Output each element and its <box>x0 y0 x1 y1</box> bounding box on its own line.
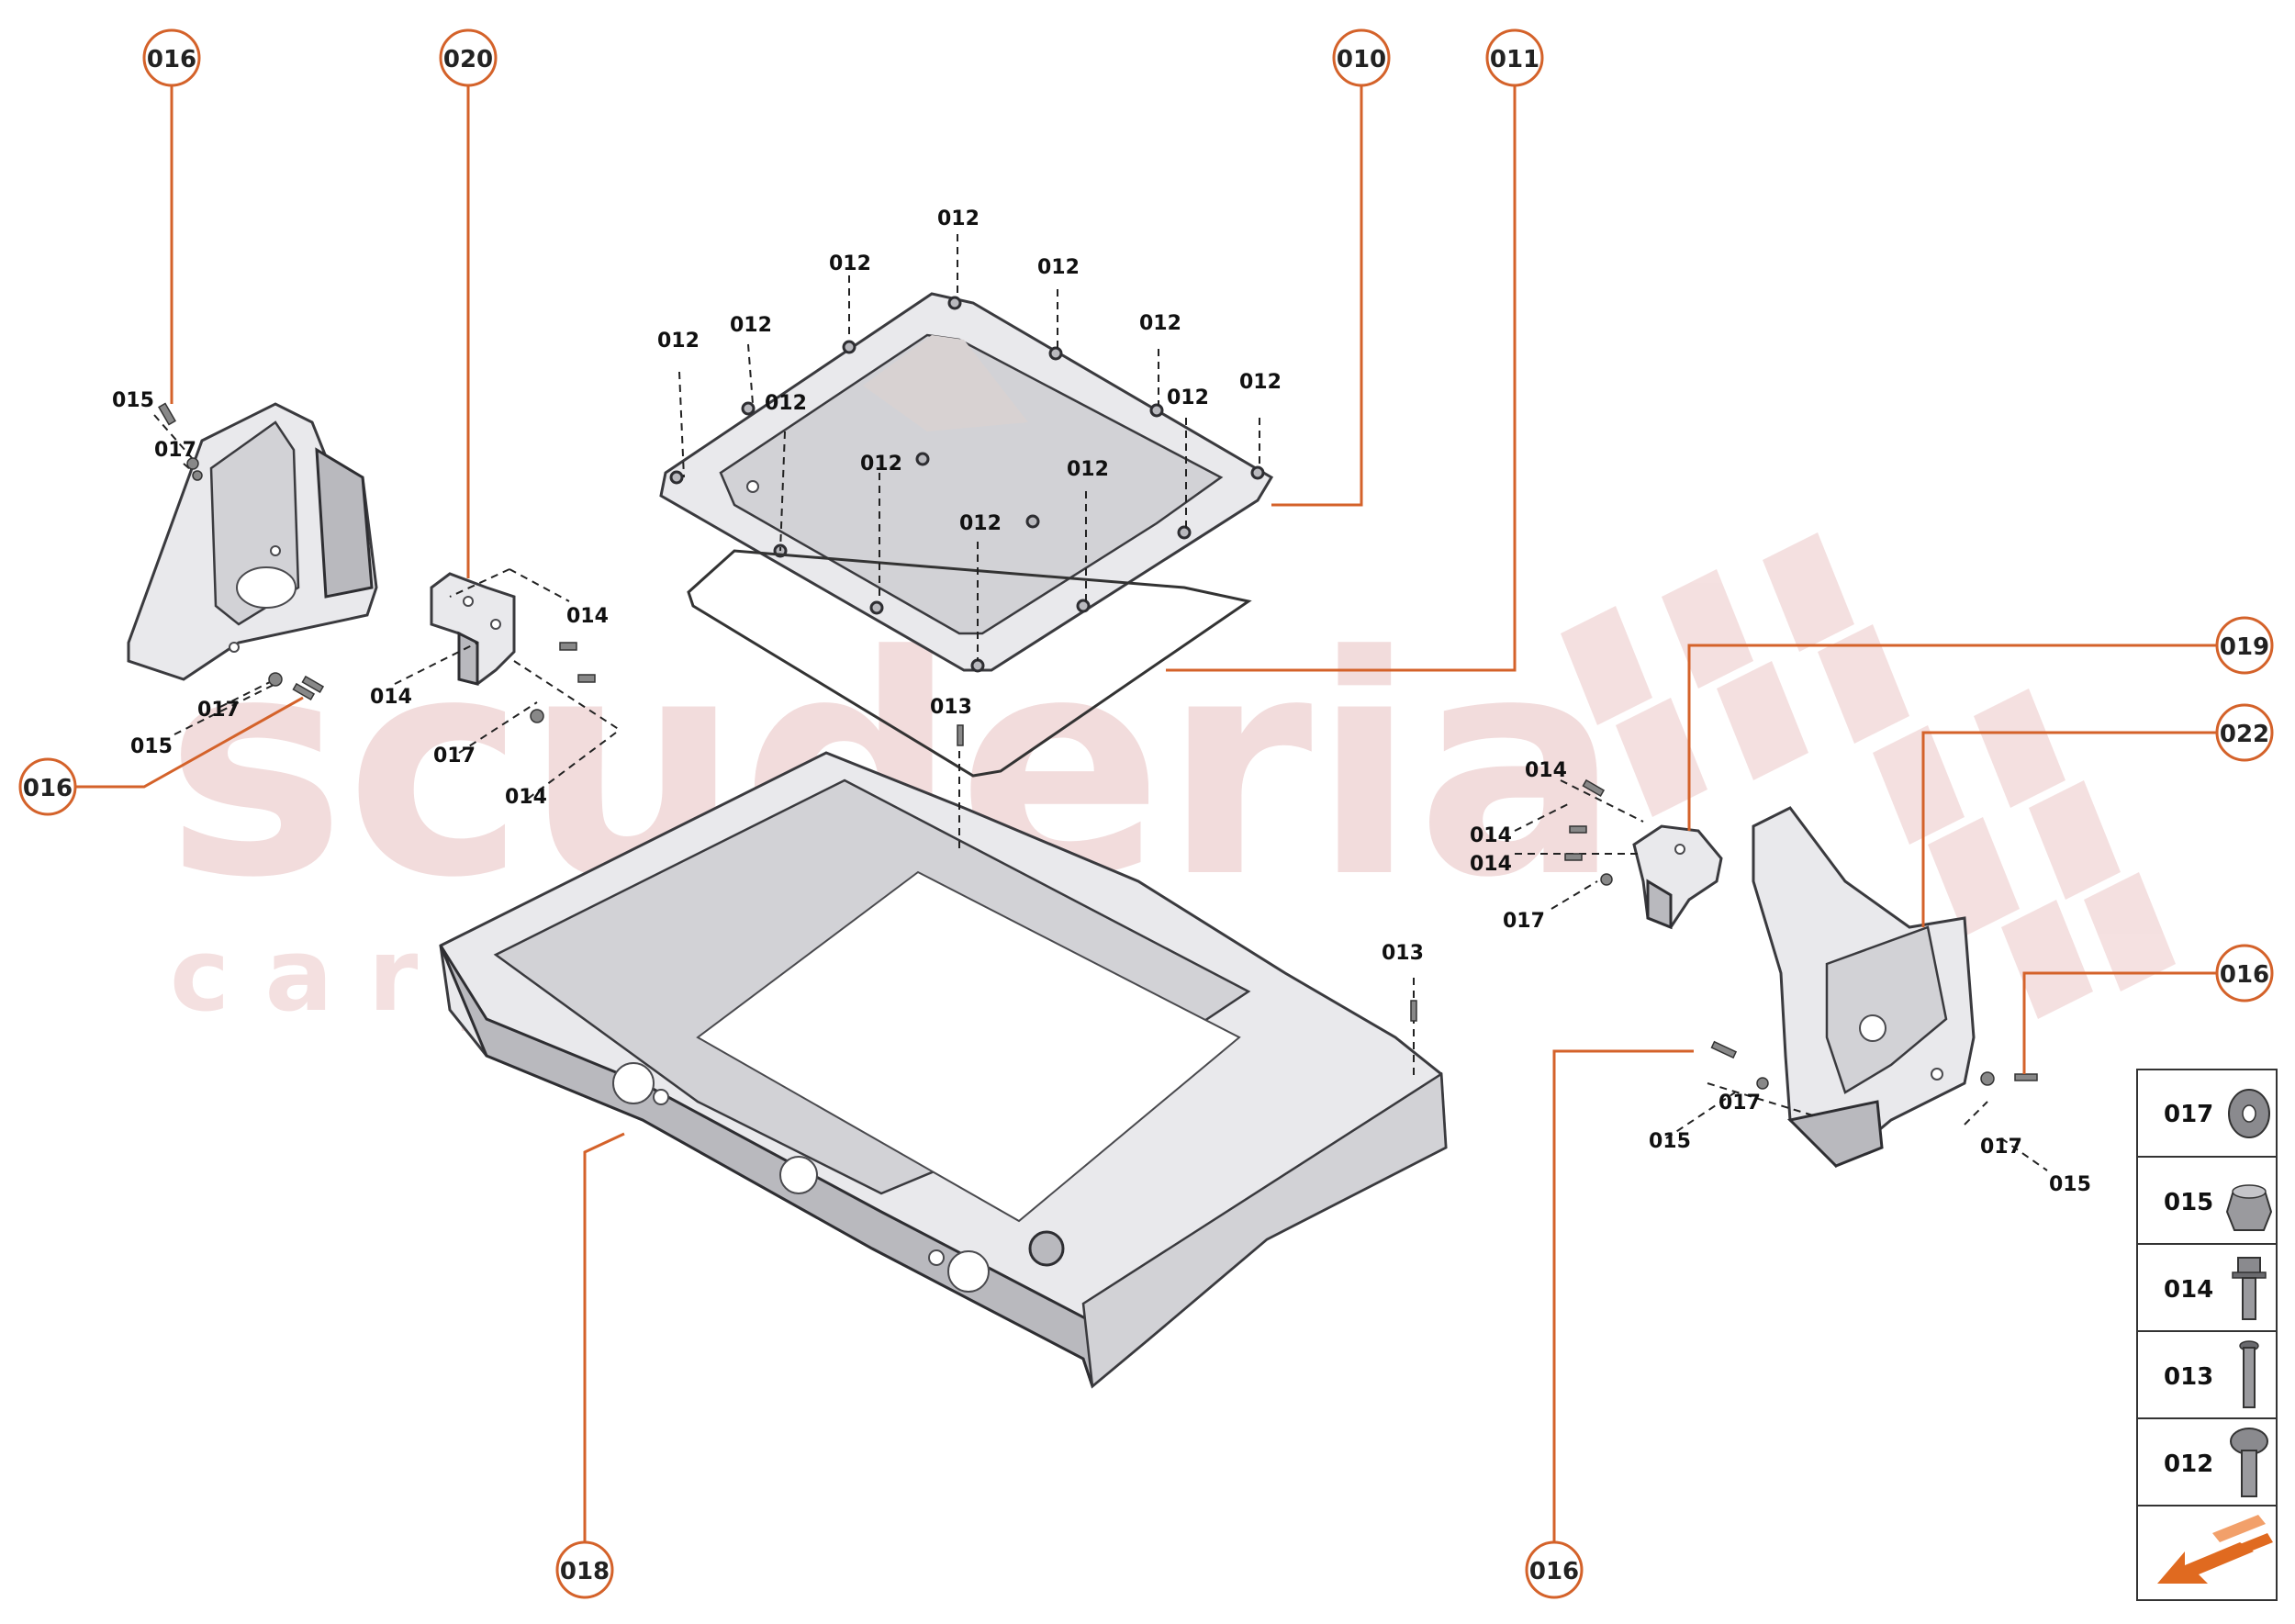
label-014: 014 <box>370 686 412 709</box>
svg-text:010: 010 <box>1337 46 1386 73</box>
label-012: 012 <box>730 314 772 337</box>
label-015: 015 <box>1649 1130 1691 1153</box>
svg-text:014: 014 <box>2164 1276 2213 1304</box>
callout-leaders <box>76 85 2216 1542</box>
label-012: 012 <box>1239 371 1282 394</box>
left-support-016 <box>127 402 378 681</box>
label-014: 014 <box>1470 824 1512 847</box>
callout-022: 022 <box>2215 703 2274 762</box>
label-014: 014 <box>1470 853 1512 876</box>
flange-bolt-icon <box>2232 1257 2267 1320</box>
label-015: 015 <box>130 735 173 758</box>
label-012: 012 <box>937 207 980 230</box>
svg-text:018: 018 <box>560 1558 610 1585</box>
label-017: 017 <box>197 699 240 722</box>
callout-010: 010 <box>1332 28 1391 87</box>
bracket-020 <box>430 572 516 686</box>
svg-text:022: 022 <box>2220 721 2269 748</box>
label-013: 013 <box>1382 942 1424 965</box>
dashed-lines <box>153 234 2048 1171</box>
callout-016-left-mid: 016 <box>18 757 77 816</box>
label-012: 012 <box>829 252 871 275</box>
watermark-flag <box>1561 532 2176 1019</box>
fastener-legend: 017 015 014 013 <box>2136 1069 2278 1601</box>
label-012: 012 <box>959 512 1002 535</box>
callout-016-bottom: 016 <box>1525 1540 1584 1599</box>
svg-text:017: 017 <box>2164 1101 2213 1128</box>
legend-row-015: 015 <box>2164 1184 2273 1231</box>
washer-icon <box>2228 1089 2270 1138</box>
fasteners <box>158 402 2038 1090</box>
label-015: 015 <box>2049 1173 2091 1196</box>
callout-016-right: 016 <box>2215 944 2274 1002</box>
legend-row-017: 017 <box>2164 1089 2270 1138</box>
right-support-022 <box>1752 806 1976 1169</box>
label-014: 014 <box>1525 759 1567 782</box>
label-017: 017 <box>1503 910 1545 933</box>
callout-018: 018 <box>555 1540 614 1599</box>
seal-011 <box>687 549 1252 778</box>
label-012: 012 <box>1167 386 1209 409</box>
direction-arrow-icon <box>2157 1515 2273 1584</box>
svg-text:013: 013 <box>2164 1363 2213 1391</box>
bracket-019 <box>1632 824 1723 930</box>
svg-text:011: 011 <box>1490 46 1539 73</box>
label-015: 015 <box>112 389 154 412</box>
svg-text:016: 016 <box>147 46 196 73</box>
label-017: 017 <box>1718 1092 1761 1114</box>
label-014: 014 <box>505 786 547 809</box>
label-012: 012 <box>657 330 700 353</box>
label-012: 012 <box>860 453 902 476</box>
callout-019: 019 <box>2215 616 2274 675</box>
svg-text:012: 012 <box>2164 1450 2213 1478</box>
svg-text:016: 016 <box>2220 961 2269 989</box>
legend-row-013: 013 <box>2164 1340 2259 1408</box>
svg-text:016: 016 <box>1529 1558 1579 1585</box>
label-014: 014 <box>566 605 609 628</box>
label-017: 017 <box>154 439 196 462</box>
label-017: 017 <box>1980 1136 2022 1159</box>
svg-text:016: 016 <box>23 775 73 802</box>
screw-icon <box>2239 1340 2259 1408</box>
callout-016-left-top: 016 <box>142 28 201 87</box>
label-012: 012 <box>765 392 807 415</box>
button-screw-icon <box>2230 1428 2268 1497</box>
fastener-labels: 015 017 017 015 014 014 017 014 012 012 … <box>112 207 2091 1196</box>
rear-frame-018 <box>439 751 1448 1389</box>
callout-020: 020 <box>439 28 498 87</box>
label-017: 017 <box>433 745 476 767</box>
label-012: 012 <box>1139 312 1181 335</box>
legend-row-014: 014 <box>2164 1257 2267 1320</box>
svg-text:019: 019 <box>2220 633 2269 661</box>
legend-row-012: 012 <box>2164 1428 2268 1497</box>
label-012: 012 <box>1067 458 1109 481</box>
label-012: 012 <box>1037 256 1080 279</box>
svg-text:015: 015 <box>2164 1189 2213 1216</box>
label-013: 013 <box>930 696 972 719</box>
nut-icon <box>2225 1184 2273 1231</box>
callout-011: 011 <box>1485 28 1544 87</box>
svg-text:020: 020 <box>443 46 493 73</box>
